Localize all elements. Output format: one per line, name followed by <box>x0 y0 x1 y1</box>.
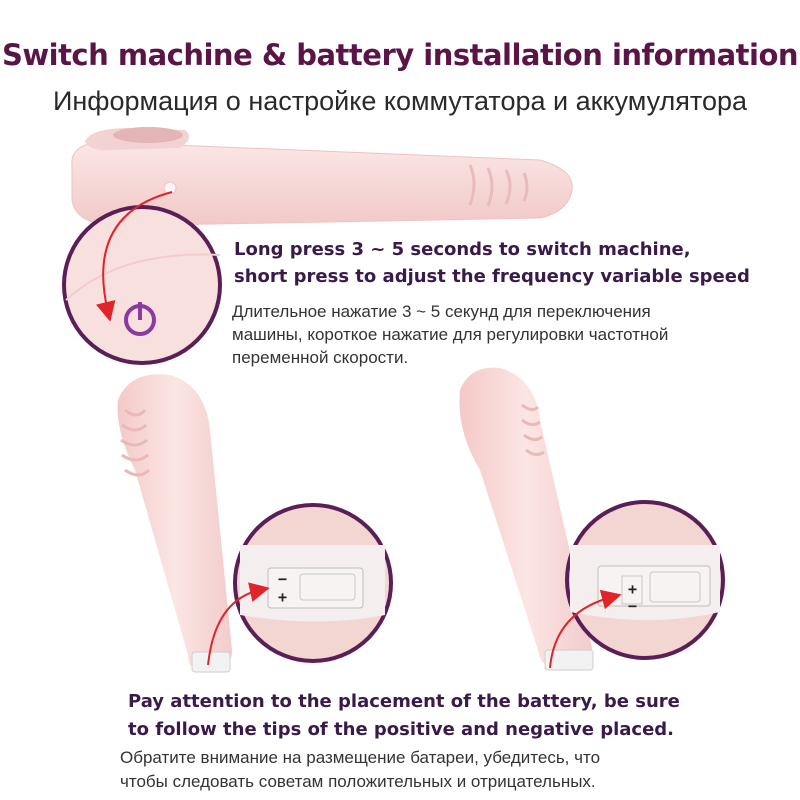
switch-line-2-en: short press to adjust the frequency vari… <box>234 266 750 287</box>
battery-line-2-ru: чтобы следовать советам положительных и … <box>120 772 596 791</box>
left-battery-negative-sign: − <box>278 570 288 588</box>
top-device <box>71 127 573 227</box>
right-battery-positive-sign: + <box>628 580 638 598</box>
power-zoom-circle <box>62 205 222 365</box>
power-arrow <box>95 191 173 322</box>
title-russian: Информация о настройке коммутатора и акк… <box>52 86 747 116</box>
switch-line-2-ru: машины, короткое нажатие для регулировки… <box>232 325 669 344</box>
battery-instruction-en: Pay attention to the placement of the ba… <box>128 688 680 744</box>
battery-line-1-ru: Обратите внимание на размещение батареи,… <box>120 748 601 767</box>
switch-instruction-ru: Длительное нажатие 3 ~ 5 секунд для пере… <box>232 300 668 369</box>
left-device <box>117 374 232 673</box>
left-battery-positive-sign: + <box>278 588 288 606</box>
left-battery-arrow <box>207 582 270 666</box>
battery-instruction-ru: Обратите внимание на размещение батареи,… <box>120 746 600 794</box>
title-english: Switch machine & battery installation in… <box>1 38 799 72</box>
left-battery-zoom <box>233 503 393 663</box>
battery-line-2-en: to follow the tips of the positive and n… <box>128 719 674 740</box>
right-battery-zoom <box>565 500 725 660</box>
switch-line-3-ru: переменной скорости. <box>232 348 409 367</box>
switch-line-1-ru: Длительное нажатие 3 ~ 5 секунд для пере… <box>232 302 651 321</box>
right-battery-arrow <box>549 589 622 669</box>
power-icon <box>124 302 156 336</box>
right-battery-negative-sign: − <box>628 597 638 615</box>
switch-line-1-en: Long press 3 ~ 5 seconds to switch machi… <box>234 239 691 260</box>
battery-line-1-en: Pay attention to the placement of the ba… <box>128 691 680 712</box>
right-device <box>459 367 594 671</box>
switch-instruction-en: Long press 3 ~ 5 seconds to switch machi… <box>234 236 750 290</box>
